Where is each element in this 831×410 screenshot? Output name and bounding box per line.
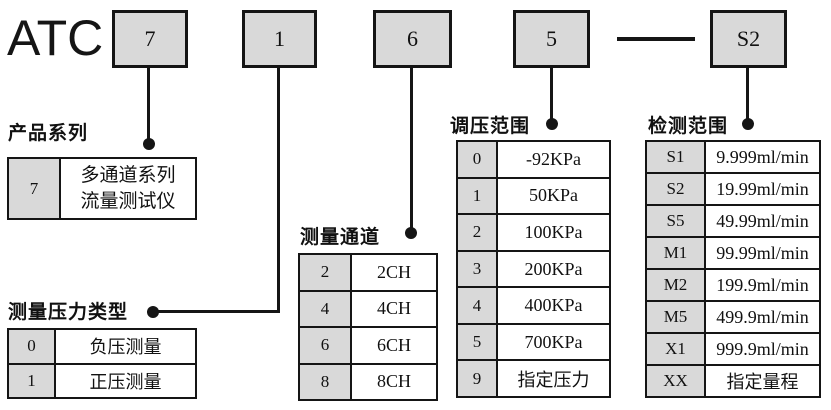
code-cell: 2 — [300, 255, 352, 290]
value-cell: 400KPa — [524, 295, 583, 316]
connector-channels-dot — [405, 227, 417, 239]
value-cell: 多通道系列 流量测试仪 — [61, 159, 195, 218]
connector-pressure-type-horizontal — [155, 310, 280, 313]
code-cell: 0 — [9, 330, 56, 363]
table-row: M2 199.9ml/min — [647, 268, 819, 300]
value-cell: 9.999ml/min — [716, 146, 809, 167]
value-cell: 正压测量 — [89, 371, 162, 392]
table-row: S1 9.999ml/min — [647, 142, 819, 172]
code-cell: 1 — [458, 178, 498, 214]
connector-pressure-type-vertical — [277, 66, 280, 313]
value-cell: 指定压力 — [517, 369, 590, 390]
table-row: 2 2CH — [300, 255, 436, 290]
value-cell: 负压测量 — [89, 337, 162, 358]
code-cell: 5 — [458, 324, 498, 360]
code-cell: 7 — [9, 159, 61, 218]
connector-series-dot — [143, 138, 155, 150]
code-cell: S2 — [647, 174, 706, 204]
table-row: S5 49.99ml/min — [647, 204, 819, 236]
connector-pressure-range-dot — [546, 118, 558, 130]
table-row: 9 指定压力 — [458, 359, 609, 397]
table-row: 1 正压测量 — [9, 362, 195, 397]
table-row: S2 19.99ml/min — [647, 172, 819, 204]
code-cell: 8 — [300, 364, 352, 399]
product-series-table: 7 多通道系列 流量测试仪 — [7, 157, 197, 220]
connector-detect-range-dot — [742, 118, 754, 130]
code-box-detect-range: S2 — [710, 10, 787, 68]
detect-range-table: S1 9.999ml/min S2 19.99ml/min S5 49.99ml… — [645, 140, 821, 398]
value-cell: -92KPa — [526, 148, 581, 169]
table-row: 4 4CH — [300, 289, 436, 326]
code-cell: 2 — [458, 215, 498, 250]
table-row: 4 400KPa — [458, 286, 609, 323]
value-cell: 指定量程 — [726, 372, 799, 392]
table-row: 7 多通道系列 流量测试仪 — [9, 159, 195, 218]
code-cell: 6 — [300, 328, 352, 363]
code-box-channels: 6 — [373, 10, 452, 68]
table-row: 5 700KPa — [458, 322, 609, 360]
connector-series — [147, 66, 150, 144]
value-line-1: 多通道系列 — [80, 164, 176, 186]
code-box-pressure-type: 1 — [242, 10, 317, 68]
table-row: XX 指定量程 — [647, 364, 819, 396]
separator-dash — [617, 37, 695, 41]
table-row: 3 200KPa — [458, 249, 609, 287]
connector-pressure-type-dot — [147, 306, 159, 318]
code-cell: 3 — [458, 251, 498, 287]
code-box-pressure-range: 5 — [513, 10, 590, 68]
code-cell: 0 — [458, 142, 498, 177]
value-cell: 49.99ml/min — [716, 210, 809, 231]
label-product-series: 产品系列 — [8, 123, 89, 144]
table-row: 1 50KPa — [458, 176, 609, 214]
pressure-range-table: 0 -92KPa 1 50KPa 2 100KPa 3 200KPa 4 400… — [456, 140, 611, 398]
code-cell: M1 — [647, 238, 706, 268]
value-cell: 199.9ml/min — [716, 274, 809, 295]
code-box-series: 7 — [112, 10, 188, 68]
product-prefix: ATC — [7, 10, 104, 66]
table-row: 2 100KPa — [458, 213, 609, 250]
code-cell: 4 — [300, 291, 352, 326]
channels-table: 2 2CH 4 4CH 6 6CH 8 8CH — [298, 253, 438, 401]
label-detect-range: 检测范围 — [648, 116, 729, 137]
table-row: M5 499.9ml/min — [647, 300, 819, 332]
label-pressure-type: 测量压力类型 — [8, 302, 129, 323]
value-line-2: 流量测试仪 — [80, 190, 176, 212]
code-cell: S5 — [647, 206, 706, 236]
pressure-type-table: 0 负压测量 1 正压测量 — [7, 328, 197, 399]
code-cell: 4 — [458, 288, 498, 323]
label-channels: 测量通道 — [300, 227, 381, 248]
value-cell: 2CH — [376, 261, 411, 282]
connector-pressure-range — [550, 66, 553, 126]
value-cell: 99.99ml/min — [716, 242, 809, 263]
code-cell: M2 — [647, 270, 706, 300]
value-cell: 499.9ml/min — [716, 306, 809, 327]
value-cell: 200KPa — [524, 258, 583, 279]
value-cell: 4CH — [376, 298, 411, 319]
table-row: 8 8CH — [300, 362, 436, 399]
value-cell: 6CH — [376, 334, 411, 355]
code-cell: X1 — [647, 334, 706, 364]
connector-channels — [410, 66, 413, 234]
table-row: 0 -92KPa — [458, 142, 609, 177]
value-cell: 50KPa — [529, 185, 578, 206]
value-cell: 19.99ml/min — [716, 178, 809, 199]
table-row: X1 999.9ml/min — [647, 332, 819, 364]
table-row: 0 负压测量 — [9, 330, 195, 363]
value-cell: 999.9ml/min — [716, 338, 809, 359]
code-cell: XX — [647, 366, 706, 396]
label-pressure-range: 调压范围 — [450, 116, 531, 137]
code-cell: 9 — [458, 361, 498, 397]
value-cell: 700KPa — [524, 331, 583, 352]
code-cell: 1 — [9, 364, 56, 397]
table-row: 6 6CH — [300, 326, 436, 363]
table-row: M1 99.99ml/min — [647, 236, 819, 268]
connector-detect-range — [746, 66, 749, 126]
value-cell: 8CH — [376, 371, 411, 392]
value-cell: 100KPa — [524, 221, 583, 242]
code-cell: S1 — [647, 142, 706, 172]
code-cell: M5 — [647, 302, 706, 332]
